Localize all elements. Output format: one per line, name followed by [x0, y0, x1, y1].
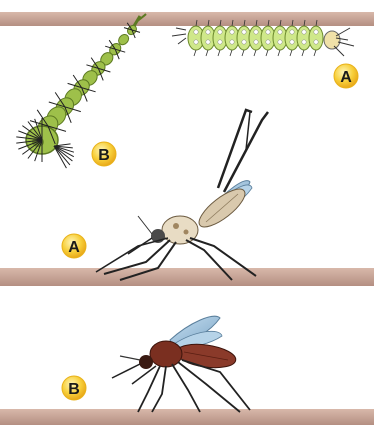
water-surface-bar-top: [0, 12, 374, 26]
mosquito-a-icon: [96, 110, 268, 280]
badge-larva-a-label: A: [340, 69, 352, 86]
badge-larva-a: A: [334, 64, 358, 88]
ground-bar-middle: [0, 268, 374, 286]
badge-larva-b: B: [92, 142, 116, 166]
ground-bar-bottom: [0, 409, 374, 425]
mosquito-b-icon: [112, 316, 250, 412]
larva-b-icon: [16, 14, 146, 168]
badge-adult-b: B: [62, 376, 86, 400]
badge-adult-a-label: A: [68, 239, 80, 256]
badge-adult-a: A: [62, 234, 86, 258]
badge-adult-b-label: B: [68, 381, 80, 398]
badge-larva-b-label: B: [98, 147, 110, 164]
